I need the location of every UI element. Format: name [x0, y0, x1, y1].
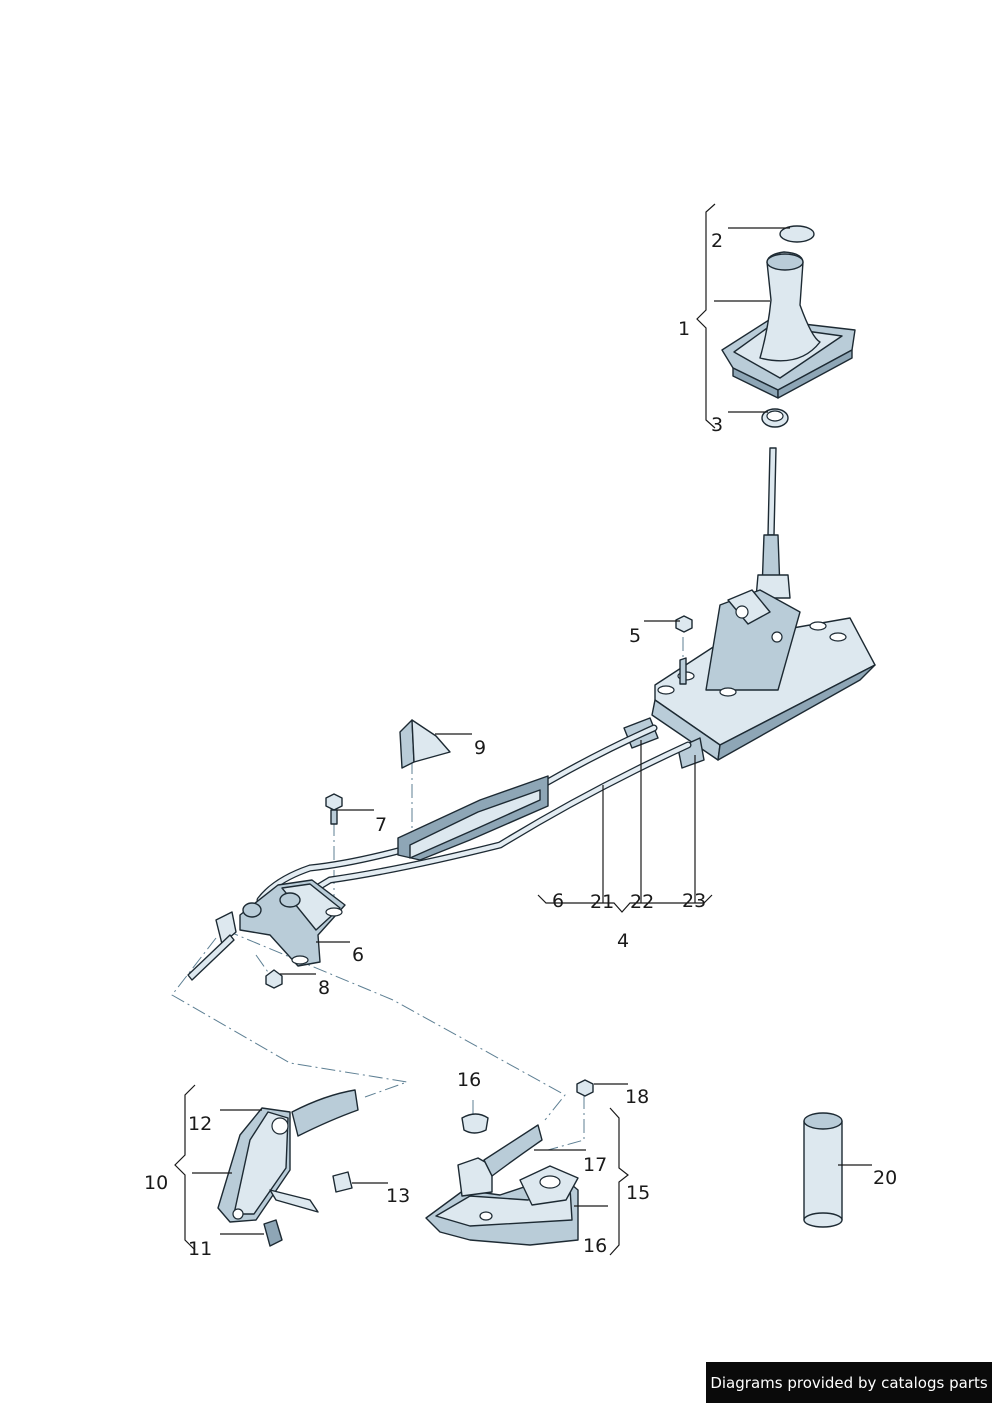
callout-18: 18	[625, 1086, 649, 1108]
leader-lines	[192, 227, 872, 1235]
callout-22: 22	[630, 891, 654, 913]
callout-2: 2	[711, 230, 723, 252]
cable-retaining-clip	[399, 719, 451, 769]
hex-bolt-7	[325, 793, 343, 825]
gear-knob-with-boot	[721, 251, 856, 399]
callout-6-group: 6	[552, 890, 564, 912]
hex-nut-5	[675, 615, 693, 685]
callout-8: 8	[318, 977, 330, 999]
callout-3: 3	[711, 414, 723, 436]
callout-17: 17	[583, 1154, 607, 1176]
callout-7: 7	[375, 814, 387, 836]
gear-knob-cap	[779, 225, 815, 243]
callout-5: 5	[629, 625, 641, 647]
cable-bracket	[187, 879, 346, 981]
gear-lever-rod	[755, 447, 791, 599]
callout-9: 9	[474, 737, 486, 759]
cylinder-part-20	[803, 1112, 843, 1228]
callout-10: 10	[144, 1172, 168, 1194]
hex-nut-8	[265, 969, 283, 989]
hex-nut-18	[576, 1079, 594, 1097]
callout-4: 4	[617, 930, 629, 952]
brace-marks	[174, 203, 716, 1256]
boot-clamp-ring	[761, 408, 789, 428]
callout-6-bracket: 6	[352, 944, 364, 966]
callout-16-top: 16	[457, 1069, 481, 1091]
gate-selector-assembly	[425, 1113, 579, 1246]
callout-12: 12	[188, 1113, 212, 1135]
callout-23: 23	[682, 890, 706, 912]
callout-11: 11	[188, 1238, 212, 1260]
selector-lever-assembly	[217, 1089, 359, 1247]
callout-1: 1	[678, 318, 690, 340]
callout-15: 15	[626, 1182, 650, 1204]
callout-20: 20	[873, 1167, 897, 1189]
callout-16-bottom: 16	[583, 1235, 607, 1257]
callout-13: 13	[386, 1185, 410, 1207]
assembly-dash-lines	[171, 637, 684, 1151]
callout-21: 21	[590, 891, 614, 913]
callout-labels: 1 2 3 5 9 7 6 8 6 21 22 23 4 16 18 12 10…	[144, 230, 897, 1260]
gear-shift-housing	[623, 589, 876, 769]
diagram-credit-banner: Diagrams provided by catalogs parts	[706, 1362, 992, 1403]
